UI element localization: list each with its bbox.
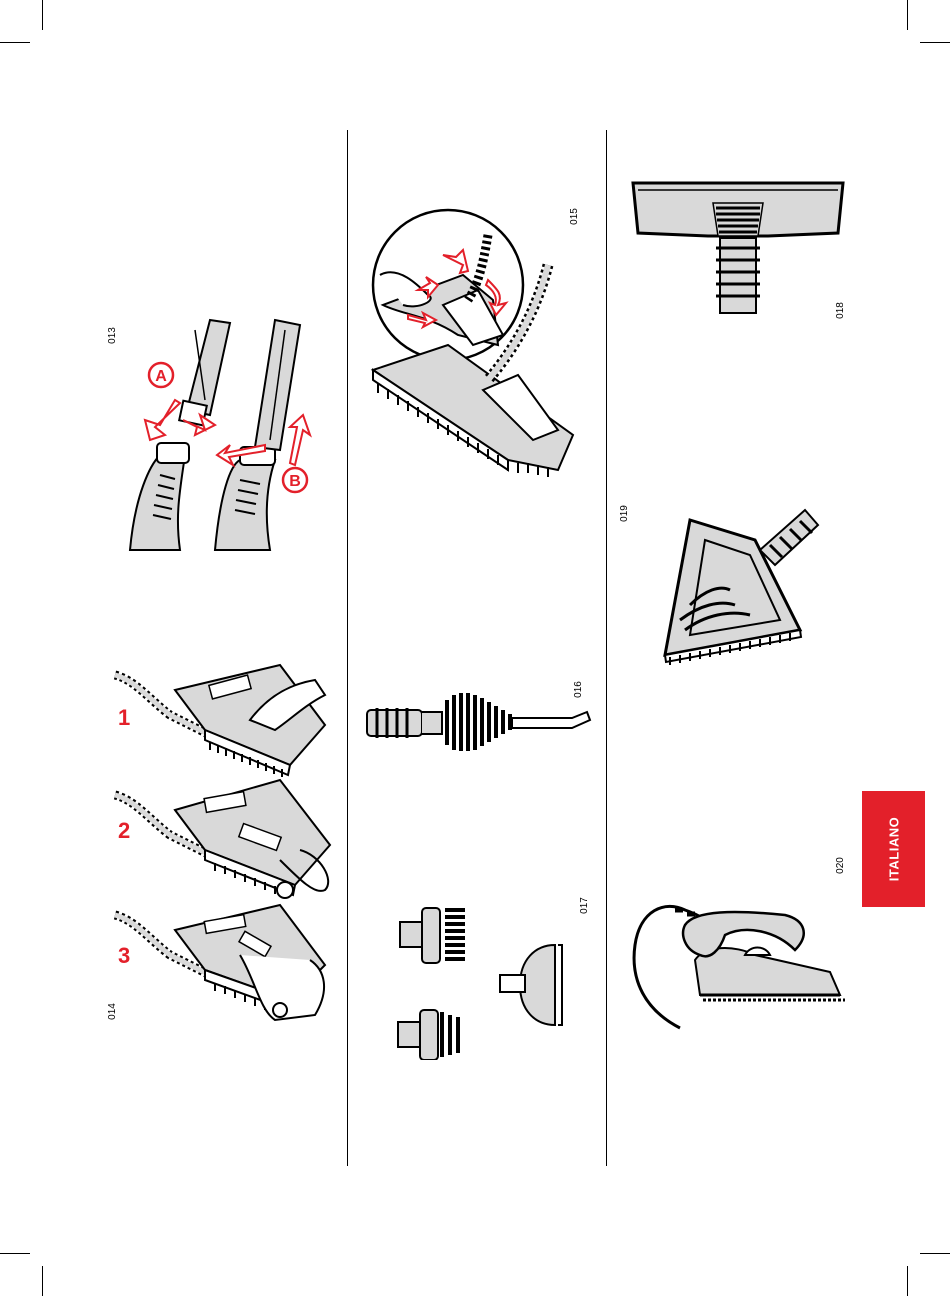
illustration-step-3 [110,900,335,1025]
illustration-wide-nozzle [628,178,848,318]
crop-mark-br-h [920,1253,950,1254]
figure-number-019: 019 [619,505,630,522]
illustration-tube-coupling: A B [125,315,325,555]
step-label-3: 3 [118,943,130,969]
figure-number-020: 020 [835,857,846,874]
illustration-step-2 [110,770,335,910]
crop-mark-tl-h [0,42,30,43]
step-label-1: 1 [118,705,130,731]
illustration-lance-nozzle [362,690,592,755]
column-divider-left [347,130,348,1166]
illustration-triangular-brush [660,505,825,670]
language-tab: ITALIANO [862,791,925,907]
crop-mark-tr-h [920,42,950,43]
figure-number-013: 013 [107,327,118,344]
crop-mark-tl-v [42,0,43,30]
language-tab-label: ITALIANO [886,817,901,881]
illustration-step-1 [110,660,330,780]
crop-mark-bl-v [42,1266,43,1296]
crop-mark-tr-v [907,0,908,30]
column-divider-right [606,130,607,1166]
crop-mark-br-v [907,1266,908,1296]
crop-mark-bl-h [0,1253,30,1254]
illustration-floor-brush [368,205,588,505]
step-label-2: 2 [118,818,130,844]
figure-number-017: 017 [579,897,590,914]
callout-a-label: A [155,368,167,385]
illustration-round-brushes [390,900,565,1060]
callout-b-label: B [289,473,301,490]
illustration-steam-iron [625,900,850,1035]
